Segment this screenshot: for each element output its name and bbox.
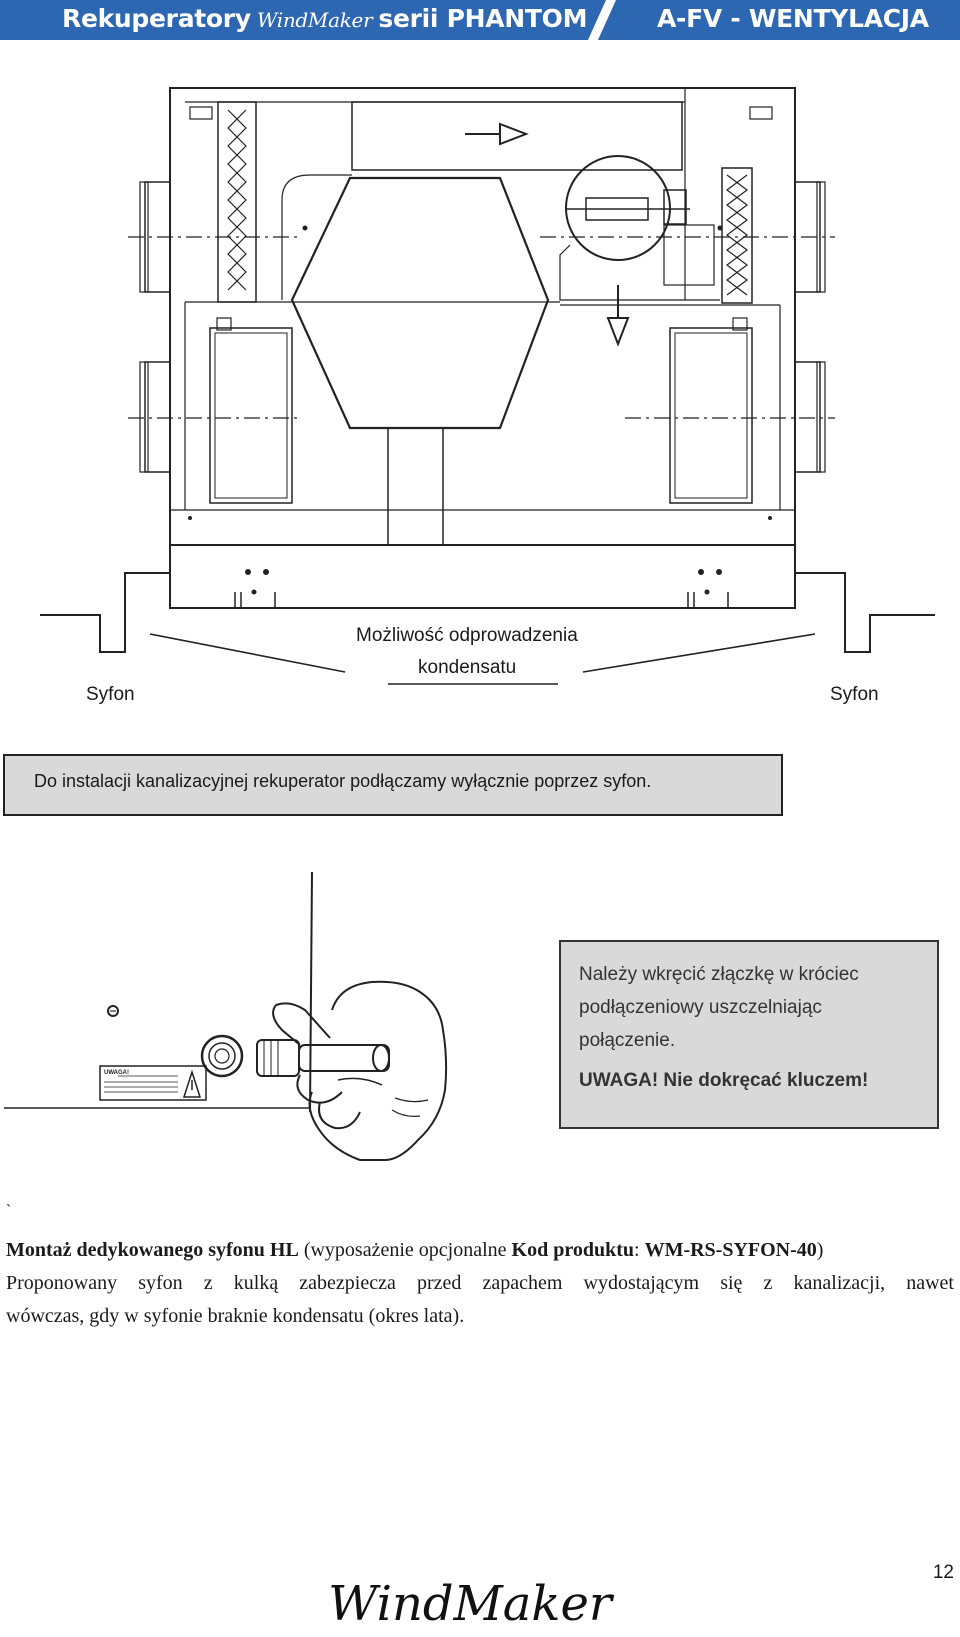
header-prefix: Rekuperatory: [62, 4, 251, 33]
heat-exchanger: [290, 176, 550, 430]
warning-triangle-icon: [182, 1069, 202, 1098]
siphon-label-left: Syfon: [86, 684, 135, 705]
windmaker-footer-logo: WindMaker: [328, 1576, 615, 1632]
condensate-label-line1: Możliwość odprowadzenia: [356, 625, 578, 646]
installation-illustration: UWAGA!: [4, 871, 448, 1161]
hand-illustration: [308, 980, 448, 1161]
footer-logo-text: WindMaker: [328, 1576, 615, 1632]
siphon-right: [795, 572, 935, 653]
heading-normal-b: :: [634, 1239, 645, 1261]
screw-icon: [107, 1005, 119, 1017]
header-divider: [588, 0, 616, 40]
callout-text: Należy wkręcić złączkę w króciec podłącz…: [579, 964, 859, 1051]
recuperator-diagram: [40, 87, 935, 685]
condensate-label-line2: kondensatu: [418, 657, 517, 678]
header-suffix: serii PHANTOM: [378, 4, 588, 33]
sticker-label: UWAGA!: [104, 1070, 129, 1076]
unit-casing: [169, 87, 796, 609]
heading-bold-a: Montaż dedykowanego syfonu HL: [6, 1239, 299, 1261]
warning-sticker: [99, 1065, 207, 1101]
header-section: A-FV - WENTYLACJA: [657, 4, 929, 33]
callout-warning: UWAGA! Nie dokręcać kluczem!: [579, 1070, 869, 1091]
body-paragraph-line2: wówczas, gdy w syfonie braknie kondensat…: [6, 1305, 465, 1327]
right-spigot-bottom: [794, 361, 821, 473]
stray-mark: `: [6, 1203, 12, 1220]
fan-housing: [565, 155, 671, 261]
left-spigot-bottom: [144, 361, 171, 473]
notice-box: Do instalacji kanalizacyjnej rekuperator…: [3, 754, 783, 816]
heading-bold-b: Kod produktu: [511, 1239, 634, 1261]
unit-edge: [309, 871, 313, 1113]
header-brand-logo: WindMaker: [256, 8, 373, 32]
heading-product-code: WM-RS-SYFON-40: [644, 1239, 817, 1261]
heading-normal-c: ): [816, 1239, 824, 1261]
heading-normal-a: (wyposażenie opcjonalne: [298, 1239, 512, 1261]
page-number: 12: [932, 1562, 954, 1583]
callout-box: Należy wkręcić złączkę w króciec podłącz…: [559, 940, 939, 1129]
drain-port: [200, 1034, 244, 1078]
siphon-label-right: Syfon: [830, 684, 879, 705]
body-paragraph-line1: Proponowany syfon z kulką zabezpiecza pr…: [6, 1272, 954, 1294]
notice-text: Do instalacji kanalizacyjnej rekuperator…: [34, 771, 652, 791]
siphon-left: [40, 572, 170, 653]
siphon-heading: Montaż dedykowanego syfonu HL (wyposażen…: [6, 1239, 954, 1262]
header-bar: [0, 0, 960, 40]
